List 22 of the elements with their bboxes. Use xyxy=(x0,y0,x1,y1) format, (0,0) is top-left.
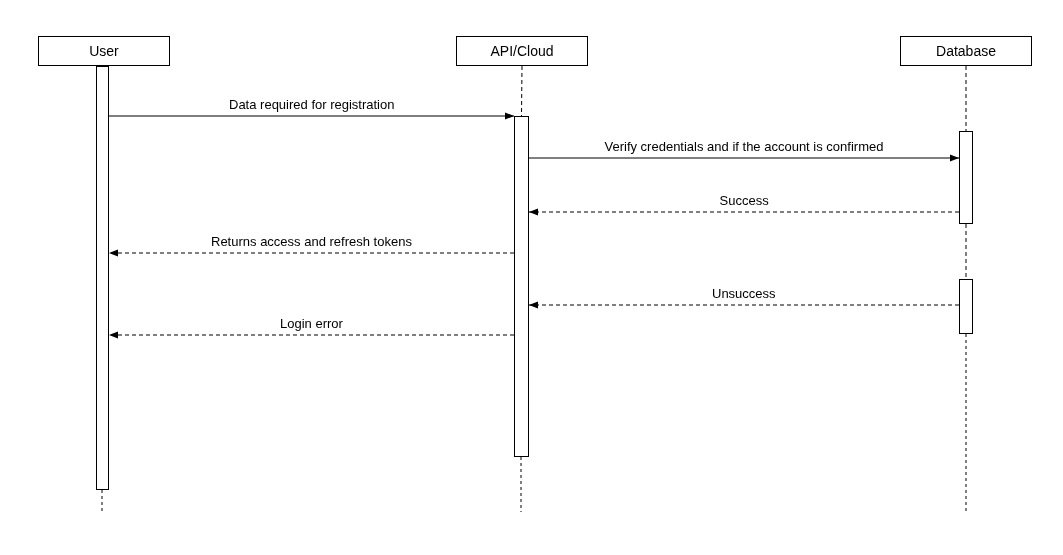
participant-box: Database xyxy=(900,36,1032,66)
activation-bar xyxy=(514,116,529,457)
edge-label: Login error xyxy=(280,316,343,331)
edge-label: Unsuccess xyxy=(712,286,776,301)
message-arrow xyxy=(108,331,515,339)
message-arrow xyxy=(108,249,515,257)
lifeline xyxy=(965,65,967,132)
message-arrow xyxy=(528,301,960,309)
message-arrow xyxy=(528,154,960,162)
activation-bar xyxy=(959,131,973,224)
lifeline xyxy=(521,65,523,117)
message-arrow xyxy=(528,208,960,216)
activation-bar xyxy=(959,279,973,334)
participant-box: API/Cloud xyxy=(456,36,588,66)
lifeline xyxy=(965,223,967,280)
edge-label: Verify credentials and if the account is confirmed xyxy=(604,139,884,154)
edge-label: Returns access and refresh tokens xyxy=(211,234,412,249)
edge-label: Data required for registration xyxy=(229,97,395,112)
edge-label: Success xyxy=(719,193,769,208)
message-arrow xyxy=(108,112,515,120)
participant-box: User xyxy=(38,36,170,66)
activation-bar xyxy=(96,66,109,490)
